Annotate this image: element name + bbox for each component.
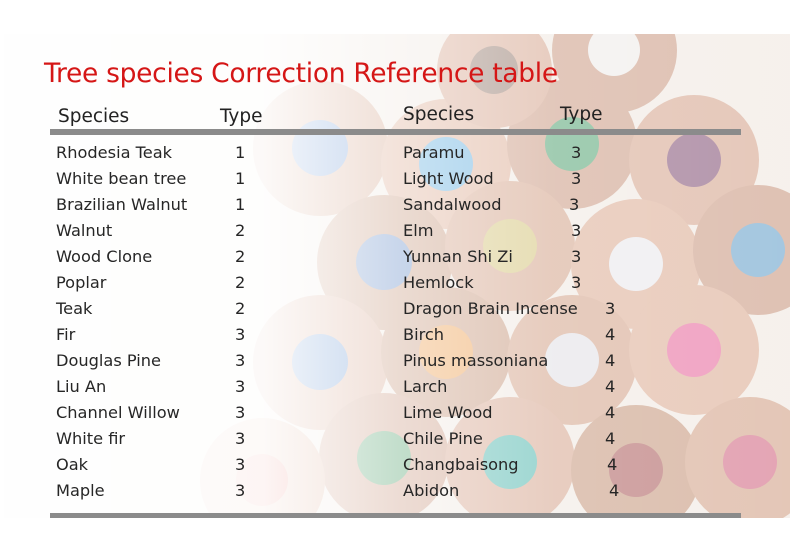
species-name: Teak — [56, 299, 93, 318]
species-type: 2 — [235, 299, 246, 318]
species-name: Rhodesia Teak — [56, 143, 173, 162]
header-type-right: Type — [560, 104, 603, 125]
page-title: Tree species Correction Reference table — [44, 58, 558, 89]
species-type: 3 — [605, 299, 616, 318]
species-name: Elm — [403, 221, 434, 240]
species-name: Light Wood — [403, 169, 494, 188]
species-type: 3 — [571, 247, 582, 266]
species-type: 1 — [235, 169, 246, 188]
header-species-left: Species — [58, 106, 130, 127]
species-name: Dragon Brain Incense — [403, 299, 578, 318]
species-name: Larch — [403, 377, 448, 396]
header-divider — [50, 129, 741, 135]
species-type: 4 — [607, 455, 618, 474]
species-name: Paramu — [403, 143, 465, 162]
species-name: Liu An — [56, 377, 107, 396]
background-fade-overlay — [4, 34, 790, 518]
species-type: 1 — [235, 195, 246, 214]
species-name: White fir — [56, 429, 126, 448]
species-type: 2 — [235, 221, 246, 240]
species-name: Maple — [56, 481, 105, 500]
species-name: Brazilian Walnut — [56, 195, 188, 214]
species-type: 4 — [605, 377, 616, 396]
header-type-left: Type — [220, 106, 263, 127]
species-type: 4 — [605, 429, 616, 448]
header-species-right: Species — [403, 104, 475, 125]
species-type: 4 — [605, 351, 616, 370]
species-name: Birch — [403, 325, 445, 344]
species-type: 3 — [235, 377, 246, 396]
species-type: 3 — [569, 195, 580, 214]
species-name: Walnut — [56, 221, 113, 240]
species-type: 3 — [235, 325, 246, 344]
bottom-divider — [50, 513, 741, 518]
species-type: 3 — [235, 403, 246, 422]
species-name: Abidon — [403, 481, 460, 500]
species-type: 3 — [571, 273, 582, 292]
species-name: Sandalwood — [403, 195, 502, 214]
species-type: 1 — [235, 143, 246, 162]
species-type: 3 — [235, 351, 246, 370]
species-type: 3 — [571, 169, 582, 188]
species-type: 4 — [605, 325, 616, 344]
species-type: 3 — [571, 221, 582, 240]
species-type: 3 — [571, 143, 582, 162]
species-name: Douglas Pine — [56, 351, 162, 370]
species-type: 3 — [235, 455, 246, 474]
pencil-background-photo — [4, 34, 790, 518]
species-name: Chile Pine — [403, 429, 483, 448]
species-name: Channel Willow — [56, 403, 180, 422]
species-name: Oak — [56, 455, 89, 474]
species-type: 3 — [235, 481, 246, 500]
species-name: Changbaisong — [403, 455, 519, 474]
species-type: 4 — [605, 403, 616, 422]
species-name: Poplar — [56, 273, 107, 292]
species-type: 3 — [235, 429, 246, 448]
species-name: Fir — [56, 325, 76, 344]
species-name: Yunnan Shi Zi — [403, 247, 513, 266]
species-name: Hemlock — [403, 273, 474, 292]
species-type: 2 — [235, 247, 246, 266]
species-type: 2 — [235, 273, 246, 292]
species-type: 4 — [609, 481, 620, 500]
species-name: White bean tree — [56, 169, 187, 188]
species-name: Wood Clone — [56, 247, 153, 266]
species-name: Lime Wood — [403, 403, 493, 422]
species-name: Pinus massoniana — [403, 351, 549, 370]
